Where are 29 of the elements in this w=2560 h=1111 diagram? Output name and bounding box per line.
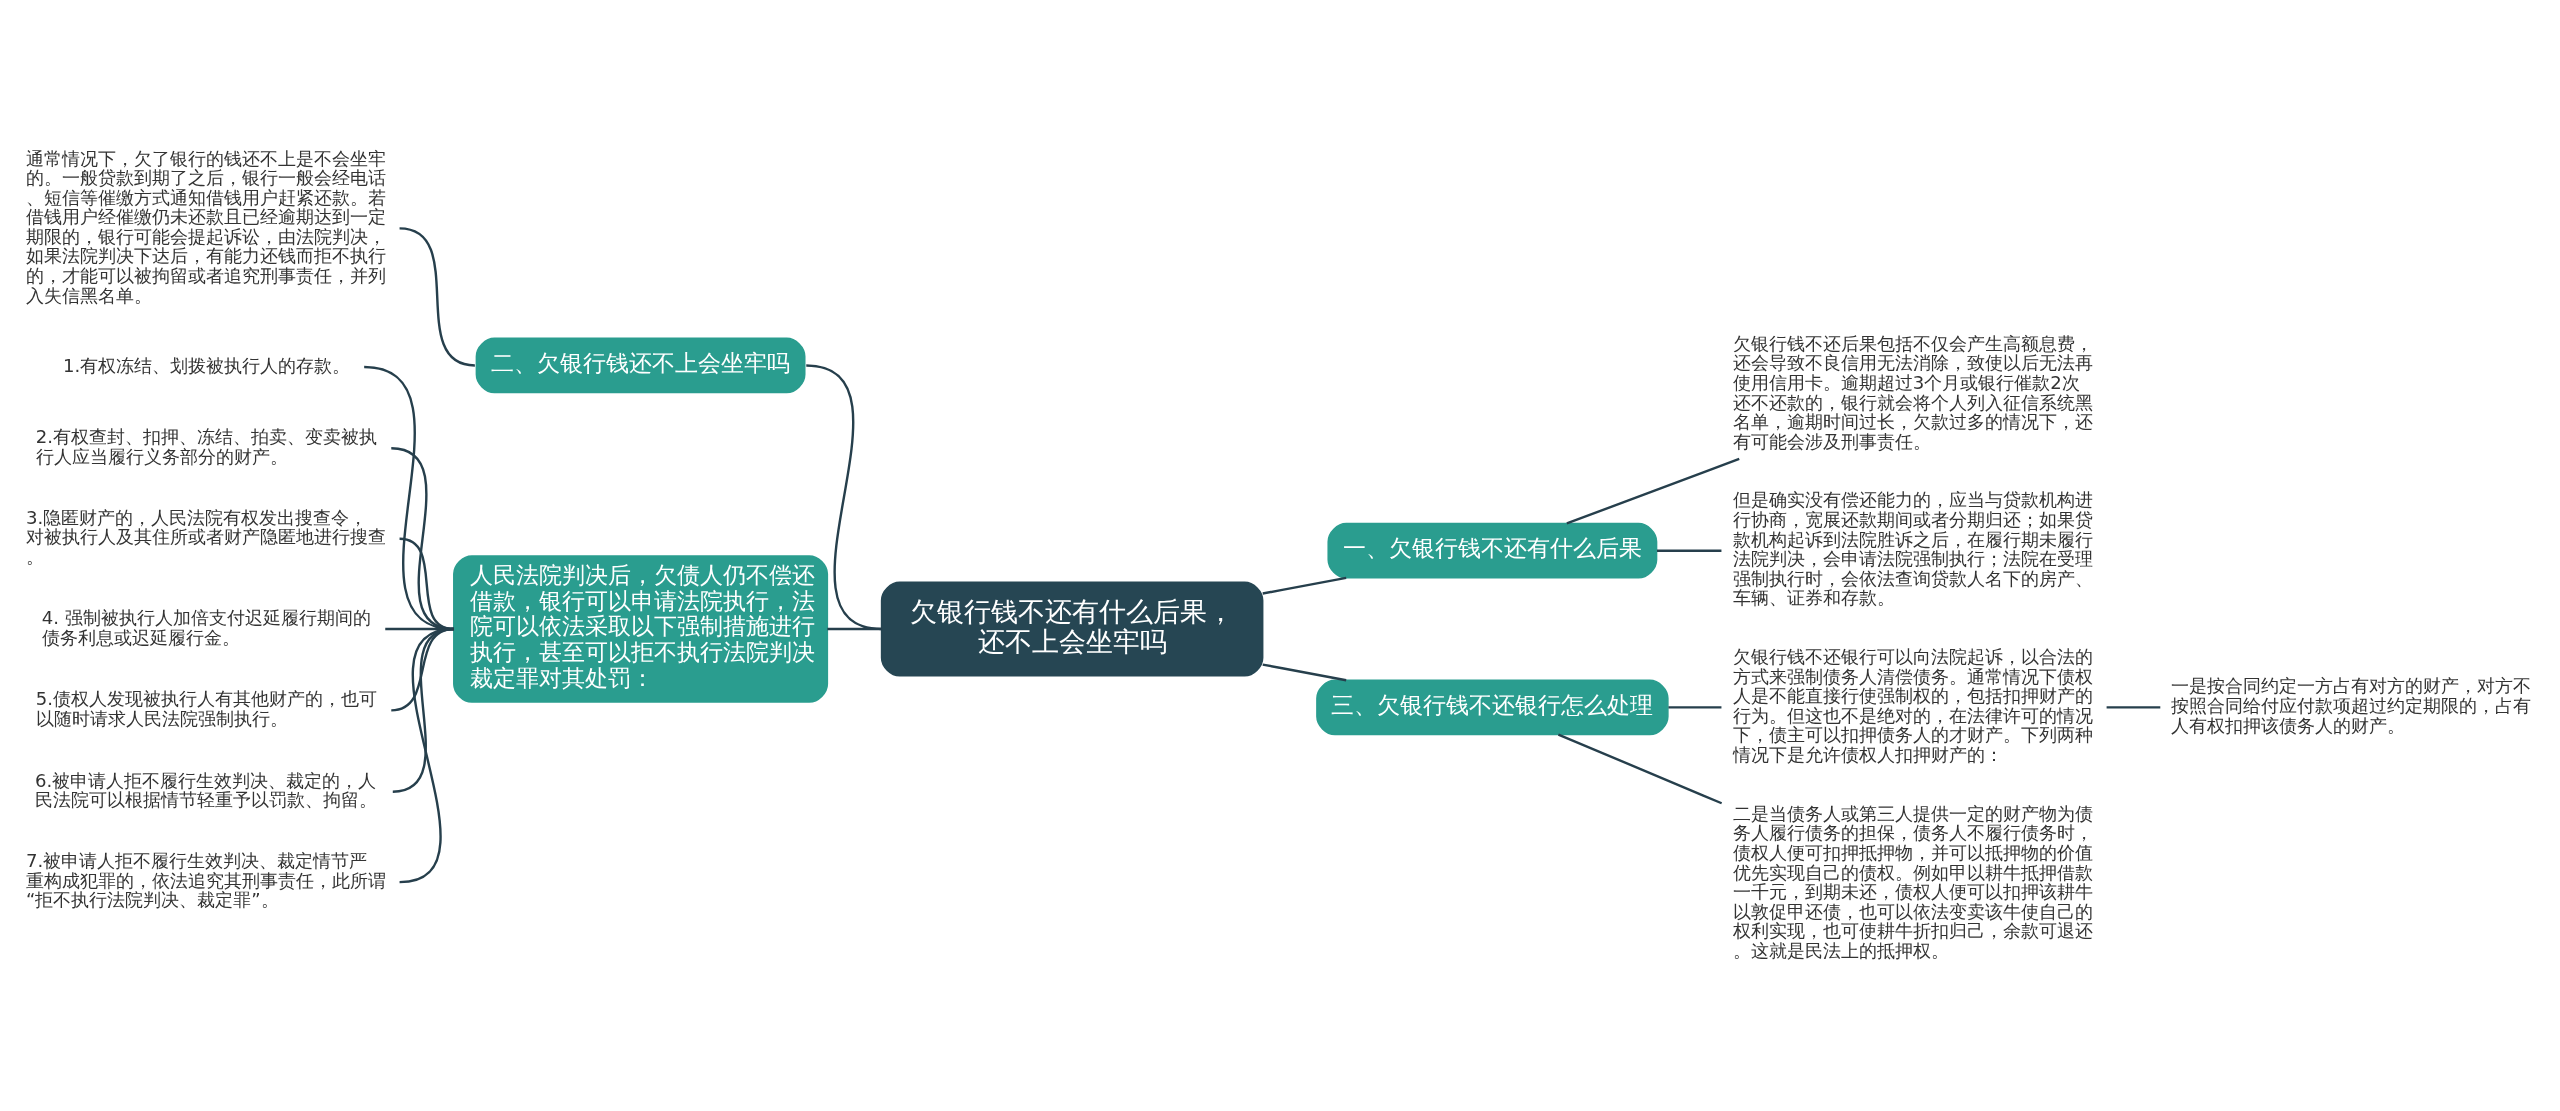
connector (1262, 662, 1347, 681)
connector (2106, 705, 2161, 709)
node-text: 一是按合同约定一方占有对方的财产，对方不按照合同给付应付款项超过约定期限的，占有人有权扣押该债务人的财产。 (2170, 674, 2531, 736)
connector (1657, 549, 1722, 552)
node-text: 欠银行钱不还后果包括不仅会产生高额息费，还会导致不良信用无法消除，致使以后无法再使用信用卡。逾期超过3个月或银行催款2次还不还款的，银行就会将个人列入征信系统黑名单，逾期时间过长，欠款过多的情况下，还有可能会涉及刑事责任。 (1732, 332, 2093, 452)
node-box: 三、欠银行钱不还银行怎么处理 (1316, 679, 1669, 735)
node-box: 欠银行钱不还有什么后果，还不上会坐牢吗 (880, 581, 1264, 676)
node-text: 2.有权查封、扣押、冻结、拍卖、变卖被执行人应当履行义务部分的财产。 (35, 425, 378, 467)
node-text: 但是确实没有偿还能力的，应当与贷款机构进行协商，宽展还款期间或者分期归还；如果贷款机构起诉到法院胜诉之后，在履行期未履行法院判决，会申请法院强制执行；法院在受理强制执行时，会依法查询贷款人名下的房产、车辆、证券和存款。 (1732, 488, 2093, 608)
connector (1668, 705, 1722, 709)
connector (827, 627, 882, 630)
connector (399, 627, 455, 883)
node-text: 3.隐匿财产的，人民法院有权发出搜查令，对被执行人及其住所或者财产隐匿地进行搜查。 (26, 506, 386, 567)
node-text: 欠银行钱不还银行可以向法院起诉，以合法的方式来强制债务人清偿债务。通常情况下债权人是不能直接行使强制权的，包括扣押财产的行为。但这也不是绝对的，在法律许可的情况下，债主可以扣押债务人的才财产。下列两种情况下是允许债权人扣押财产的： (1732, 645, 2093, 765)
node-box: 一、欠银行钱不还有什么后果 (1327, 522, 1658, 579)
node-text: 5.债权人发现被执行人有其他财产的，也可以随时请求人民法院强制执行。 (35, 687, 378, 729)
connector (1262, 576, 1347, 595)
node-text: 6.被申请人拒不履行生效判决、裁定的，人民法院可以根据情节轻重予以罚款、拘留。 (35, 769, 378, 810)
node-text: 通常情况下，欠了银行的钱还不上是不会坐牢的。一般贷款到期了之后，银行一般会经电话、短信等催缴方式通知借钱用户赶紧还款。若借钱用户经催缴仍未还款且已经逾期达到一定期限的，银行可能会提起诉讼，由法院判决，如果法院判决下达后，有能力还钱而拒不执行的，才能可以被拘留或者追究刑事责任，并列入失信黑名单。 (26, 147, 386, 306)
node-box: 人民法院判决后，欠债人仍不偿还借款，银行可以申请法院执行，法院可以依法采取以下强制措施进行执行，甚至可以拒不执行法院判决裁定罪对其处罚： (453, 554, 829, 703)
node-text: 二是当债务人或第三人提供一定的财产物为债务人履行债务的担保，债务人不履行债务时，债权人便可扣押抵押物，并可以抵押物的价值优先实现自己的债权。例如甲以耕牛抵押借款一千元，到期未还，债权人便可以扣押该耕牛以敦促甲还债，也可以依法变卖该牛使自己的权利实现，也可使耕牛折扣归己，余款可退还。这就是民法上的抵押权。 (1732, 802, 2093, 961)
connector (399, 226, 476, 367)
node-text: 4. 强制被执行人加倍支付迟延履行期间的债务利息或迟延履行金。 (41, 606, 371, 648)
node-text: 1.有权冻结、划拨被执行人的存款。 (62, 354, 351, 376)
node-box: 二、欠银行钱还不上会坐牢吗 (475, 337, 806, 393)
connector (806, 363, 882, 630)
node-text: 7.被申请人拒不履行生效判决、裁定情节严重构成犯罪的，依法追究其刑事责任，此所谓“拒不执行法院判决、裁定罪”。 (26, 849, 386, 910)
connector (1557, 732, 1723, 804)
connector (1566, 457, 1740, 525)
